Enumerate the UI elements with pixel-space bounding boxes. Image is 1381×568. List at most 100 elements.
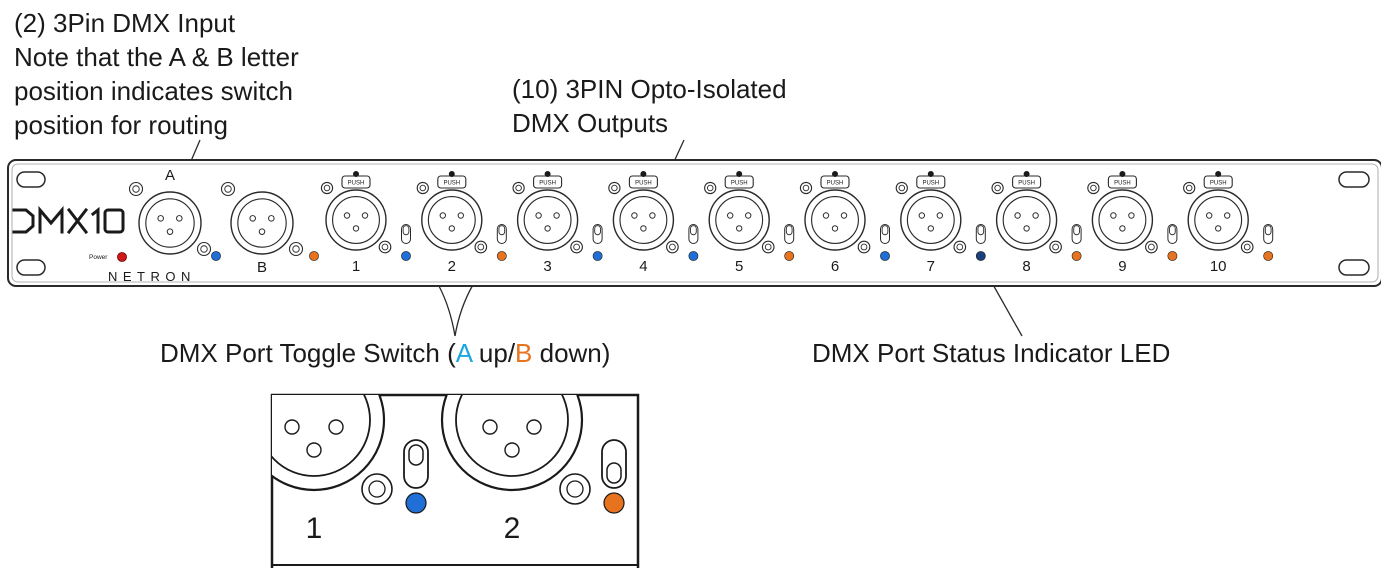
toggle-switch[interactable] bbox=[592, 224, 603, 244]
detail-port-1: 1 bbox=[272, 395, 429, 545]
output-ports: PUSH1PUSH2PUSH3PUSH4PUSH5PUSH6PUSH7PUSH8… bbox=[320, 171, 1274, 275]
toggle-switch[interactable] bbox=[1167, 224, 1178, 244]
output-annotation: (10) 3PIN Opto-Isolated DMX Outputs bbox=[512, 74, 787, 138]
xlr-inner-ring bbox=[906, 196, 955, 244]
xlr-pin bbox=[535, 212, 542, 219]
input-port-label: B bbox=[257, 259, 267, 276]
push-latch[interactable]: PUSH bbox=[1012, 171, 1042, 189]
xlr-pin bbox=[439, 212, 446, 219]
toggle-switch-lever bbox=[690, 225, 697, 236]
xlr-pin bbox=[284, 419, 300, 435]
toggle-switch[interactable] bbox=[496, 224, 507, 244]
status-led bbox=[592, 251, 603, 261]
mount-screw bbox=[1049, 240, 1062, 254]
push-latch[interactable]: PUSH bbox=[724, 171, 754, 189]
output-port-label: 4 bbox=[639, 258, 647, 275]
push-label: PUSH bbox=[443, 181, 460, 187]
xlr-inner-ring bbox=[619, 196, 668, 244]
mount-screw bbox=[220, 181, 236, 197]
mount-screw bbox=[320, 181, 334, 195]
push-latch[interactable]: PUSH bbox=[437, 171, 467, 189]
output-port-label: 9 bbox=[1118, 258, 1126, 275]
toggle-switch-lever bbox=[881, 225, 889, 236]
push-latch[interactable]: PUSH bbox=[628, 171, 658, 189]
mount-screw bbox=[666, 240, 679, 254]
push-latch-dot bbox=[736, 171, 743, 177]
xlr-pin bbox=[840, 212, 848, 219]
output-port-2: PUSH 2 bbox=[416, 171, 507, 275]
xlr-inner-ring bbox=[1194, 196, 1243, 244]
output-port-label: 2 bbox=[448, 258, 456, 275]
toggle-annotation: DMX Port Toggle Switch (A up/B down) bbox=[160, 338, 610, 368]
input-port-b: B bbox=[220, 181, 319, 276]
xlr-pin bbox=[631, 212, 638, 219]
xlr-inner-ring bbox=[523, 196, 572, 244]
mount-screw-center bbox=[1090, 184, 1097, 192]
push-latch[interactable]: PUSH bbox=[1107, 171, 1137, 189]
xlr-pin bbox=[727, 212, 734, 219]
output-annotation-line: (10) 3PIN Opto-Isolated bbox=[512, 74, 787, 104]
mount-screw bbox=[1145, 240, 1158, 254]
mount-screw-center bbox=[611, 184, 618, 192]
mount-screw bbox=[128, 181, 144, 197]
push-latch[interactable]: PUSH bbox=[1203, 171, 1233, 189]
mount-screw-center bbox=[477, 243, 485, 251]
output-port-label: 1 bbox=[352, 258, 360, 275]
mount-screw-center bbox=[200, 245, 208, 253]
xlr-pin bbox=[936, 212, 943, 219]
status-led bbox=[309, 251, 319, 261]
toggle-switch-lever bbox=[408, 444, 424, 466]
xlr-pin bbox=[352, 225, 360, 232]
mount-slot-bottom-right bbox=[1338, 259, 1370, 276]
toggle-switch[interactable] bbox=[401, 224, 411, 244]
xlr-pin bbox=[1110, 212, 1117, 219]
push-latch[interactable]: PUSH bbox=[820, 171, 850, 189]
mount-screw-center bbox=[1243, 243, 1251, 251]
toggle-switch[interactable] bbox=[975, 224, 986, 244]
mount-screw bbox=[1183, 181, 1196, 195]
mount-screw bbox=[570, 240, 583, 254]
push-latch[interactable]: PUSH bbox=[916, 171, 946, 189]
push-latch-dot bbox=[1215, 171, 1222, 177]
mount-screw-center bbox=[368, 480, 386, 498]
toggle-switch[interactable] bbox=[784, 224, 795, 244]
xlr-pin bbox=[249, 215, 256, 222]
push-label: PUSH bbox=[731, 181, 748, 187]
mount-screw bbox=[857, 240, 871, 254]
xlr-inner-ring bbox=[811, 196, 859, 244]
xlr-outer-ring bbox=[138, 191, 202, 255]
detail-port-label: 2 bbox=[504, 512, 521, 545]
toggle-switch[interactable] bbox=[601, 439, 627, 489]
xlr-inner-ring bbox=[272, 395, 371, 477]
xlr-pin bbox=[822, 212, 830, 219]
mount-slot-top-right bbox=[1338, 171, 1370, 188]
toggle-b-letter: B bbox=[515, 338, 532, 368]
mount-screw-center bbox=[706, 184, 714, 192]
toggle-switch[interactable] bbox=[403, 439, 429, 489]
mount-screw bbox=[991, 181, 1004, 195]
xlr-pin bbox=[258, 228, 266, 235]
status-led bbox=[1167, 251, 1178, 261]
toggle-switch-lever bbox=[402, 225, 410, 236]
push-label: PUSH bbox=[827, 181, 844, 187]
output-port-label: 8 bbox=[1022, 258, 1030, 275]
toggle-switch[interactable] bbox=[880, 224, 890, 244]
xlr-pin bbox=[745, 212, 752, 219]
output-port-1: PUSH 1 bbox=[320, 171, 411, 275]
mount-screw bbox=[512, 181, 525, 195]
toggle-switch[interactable] bbox=[688, 224, 699, 244]
xlr-inner-ring bbox=[455, 395, 569, 477]
push-latch-dot bbox=[640, 171, 647, 177]
toggle-switch-lever bbox=[594, 225, 601, 236]
mount-screw-center bbox=[381, 243, 389, 251]
toggle-switch[interactable] bbox=[1263, 224, 1274, 244]
toggle-switch[interactable] bbox=[1071, 224, 1082, 244]
status-led bbox=[1071, 251, 1082, 261]
xlr-outer-ring bbox=[421, 189, 483, 251]
xlr-pin bbox=[918, 212, 925, 219]
push-latch[interactable]: PUSH bbox=[533, 171, 563, 189]
push-latch[interactable]: PUSH bbox=[341, 171, 371, 189]
push-latch-dot bbox=[448, 171, 455, 177]
push-label: PUSH bbox=[1210, 181, 1227, 187]
